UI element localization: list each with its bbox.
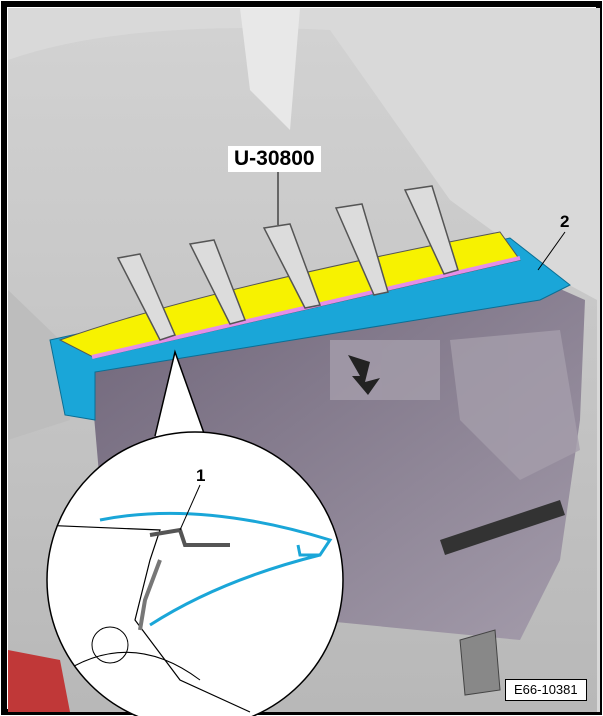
watermark	[240, 8, 300, 130]
callout-2-leader	[537, 231, 566, 271]
wiper	[440, 500, 565, 555]
wedge-tools	[116, 185, 459, 341]
callout-1: 1	[196, 466, 206, 485]
tool-label: U-30800	[228, 146, 321, 172]
tail-light	[8, 650, 70, 712]
detail-inset	[46, 431, 344, 716]
interior	[330, 330, 580, 480]
callout-2: 2	[560, 212, 570, 231]
direction-arrow-icon	[348, 355, 380, 395]
detail-pointer	[154, 349, 206, 437]
spoiler	[49, 231, 571, 421]
figure-id: E66-10381	[505, 679, 587, 701]
badge	[459, 629, 501, 696]
